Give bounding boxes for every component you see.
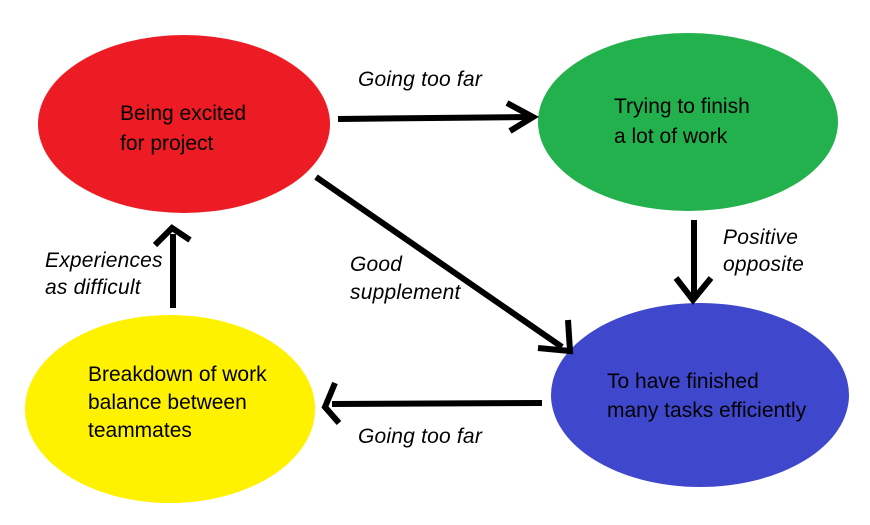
node-label-line: Breakdown of work <box>88 363 267 386</box>
node-label-line: balance between <box>88 391 247 414</box>
arrow-head <box>537 319 574 355</box>
node-label-line: for project <box>120 132 214 155</box>
arrow-shaft <box>314 174 564 350</box>
node-label-line: Being excited <box>120 102 246 125</box>
edge-label-good-supplement-line: Good <box>350 253 403 276</box>
arrow-head <box>673 276 714 305</box>
red-ellipse <box>38 35 330 213</box>
node-finished-tasks-label: To have finished many tasks efficiently <box>607 370 807 422</box>
node-label-line: a lot of work <box>614 125 728 148</box>
arrow-red-to-blue <box>314 174 574 355</box>
blue-ellipse <box>551 303 849 487</box>
arrow-red-to-green <box>337 100 540 134</box>
edge-label-positive-line: Positive <box>723 226 798 249</box>
node-label-line: teammates <box>88 419 192 442</box>
edge-label-experiences-line: as difficult <box>45 276 142 299</box>
edge-label-experiences-line: Experiences <box>45 249 163 272</box>
arrow-head <box>505 100 540 134</box>
node-being-excited-label: Being excited for project <box>120 102 246 155</box>
node-label-line: Trying to finish <box>614 95 750 118</box>
edge-label-positive-line: opposite <box>723 253 804 276</box>
node-being-excited: Being excited for project <box>38 35 330 213</box>
edge-label-good-supplement-line: supplement <box>350 281 462 304</box>
node-label-line: To have finished <box>607 370 759 393</box>
node-label-line: many tasks efficiently <box>607 399 807 422</box>
edge-labels: Going too far Positive opposite Good sup… <box>45 68 804 448</box>
node-breakdown-balance: Breakdown of work balance between teamma… <box>25 315 315 503</box>
arrow-shaft <box>337 114 529 122</box>
yellow-ellipse <box>25 315 315 503</box>
edge-label-going-too-far-bottom: Going too far <box>358 425 483 448</box>
arrow-head <box>321 381 342 425</box>
arrow-head <box>152 224 192 248</box>
node-breakdown-balance-label: Breakdown of work balance between teamma… <box>88 363 267 442</box>
node-trying-to-finish: Trying to finish a lot of work <box>538 33 838 211</box>
node-trying-to-finish-label: Trying to finish a lot of work <box>614 95 750 148</box>
arrow-yellow-to-red <box>152 224 192 308</box>
green-ellipse <box>538 33 838 211</box>
edge-label-going-too-far-top: Going too far <box>358 68 483 91</box>
arrow-blue-to-yellow <box>321 381 543 425</box>
node-finished-tasks: To have finished many tasks efficiently <box>551 303 849 487</box>
arrow-shaft <box>331 400 543 407</box>
arrow-green-to-blue <box>673 220 714 305</box>
